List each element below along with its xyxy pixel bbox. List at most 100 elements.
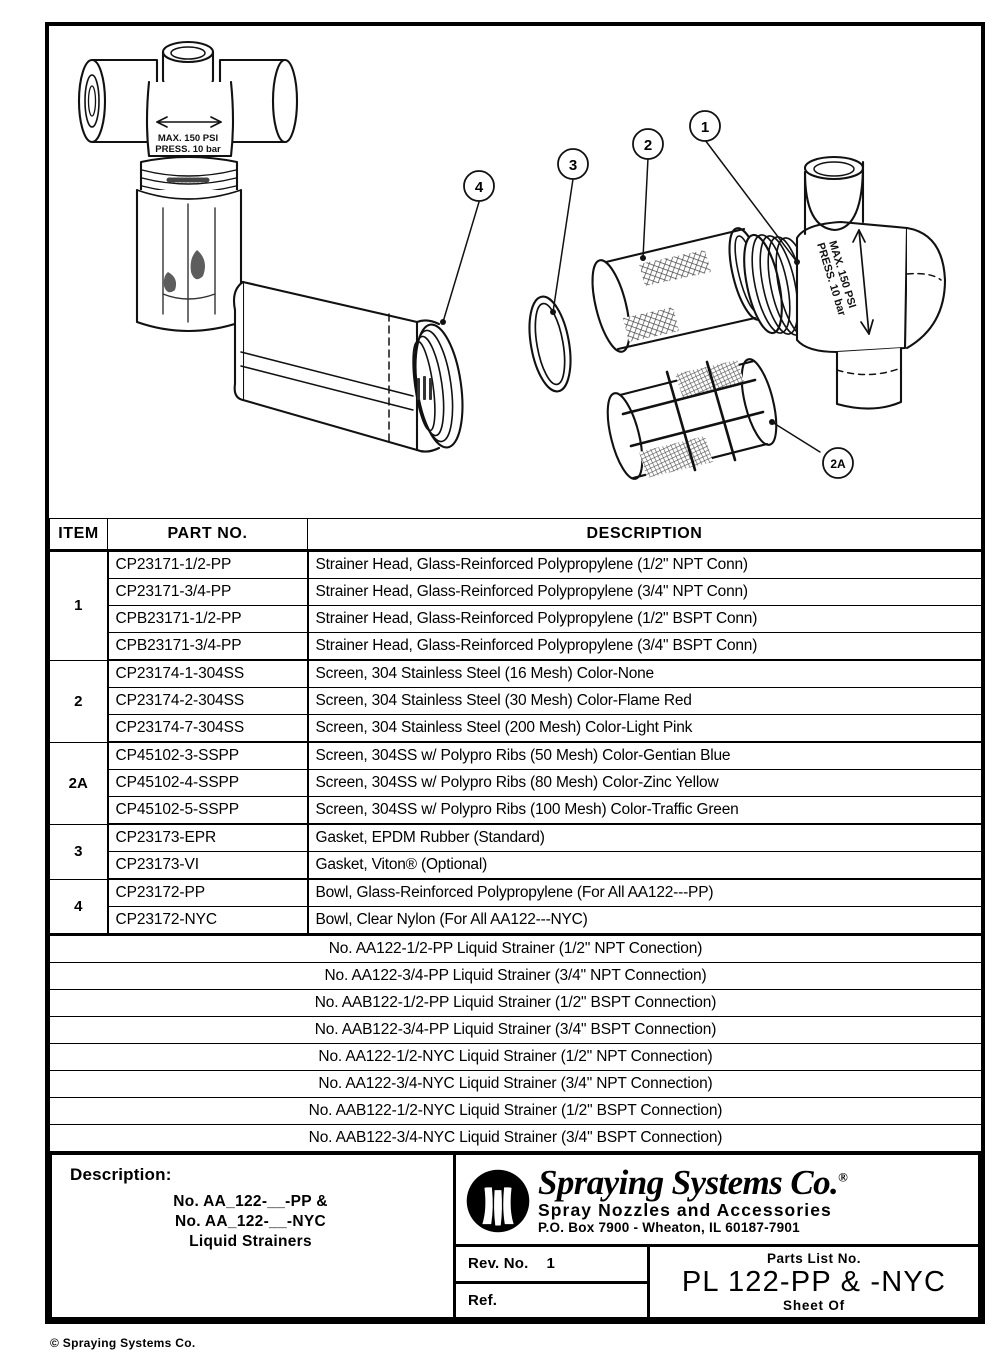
assembly-label: No. AAB122-1/2-NYC Liquid Strainer (1/2"… [49, 1097, 982, 1125]
callout-label-1: 1 [701, 119, 709, 136]
description-cell: Gasket, EPDM Rubber (Standard) [307, 823, 982, 852]
assembly-label: No. AA122-3/4-PP Liquid Strainer (3/4" N… [49, 962, 982, 990]
table-row: CP45102-4-SSPP Screen, 304SS w/ Polypro … [50, 769, 982, 797]
table-row: CP23171-3/4-PP Strainer Head, Glass-Rein… [50, 578, 982, 606]
revision-label: Rev. No. [468, 1255, 529, 1273]
strainer-head-part-1: MAX. 150 PSI PRESS. 10 bar [743, 155, 947, 410]
assembled-max-psi-label: MAX. 150 PSI [158, 133, 218, 144]
description-cell: Screen, 304SS w/ Polypro Ribs (100 Mesh)… [307, 796, 982, 825]
spraying-systems-logo-icon [466, 1169, 530, 1232]
description-line-1: No. AA_122-__-PP & [173, 1193, 328, 1210]
part-no-cell: CP23174-1-304SS [107, 659, 309, 688]
table-row: 2 CP23174-1-304SS Screen, 304 Stainless … [49, 659, 982, 743]
item-number-cell: 2 [49, 659, 109, 743]
part-no-cell: CP23172-NYC [107, 906, 309, 936]
description-cell: Screen, 304 Stainless Steel (30 Mesh) Co… [307, 687, 982, 715]
part-no-cell: CPB23171-3/4-PP [107, 632, 309, 661]
parts-list-number-block: Parts List No. PL 122-PP & -NYC Sheet Of [650, 1247, 978, 1317]
item-number-cell: 1 [49, 550, 109, 661]
description-text: No. AA_122-__-PP & No. AA_122-__-NYC Liq… [70, 1192, 453, 1252]
part-no-cell: CP23174-7-304SS [107, 714, 309, 743]
table-row: CP23172-NYC Bowl, Clear Nylon (For All A… [50, 906, 982, 936]
part-no-cell: CP23172-PP [107, 878, 309, 907]
revision-row: Rev. No. 1 [456, 1247, 647, 1284]
parts-list-table: ITEM PART NO. DESCRIPTION 1 CP23171-1/2-… [49, 518, 982, 1152]
assembly-label: No. AAB122-3/4-NYC Liquid Strainer (3/4"… [49, 1124, 982, 1152]
item-number-cell: 2A [49, 741, 109, 825]
description-cell: Screen, 304 Stainless Steel (200 Mesh) C… [307, 714, 982, 743]
part-no-cell: CP45102-4-SSPP [107, 769, 309, 797]
header-part-no: PART NO. [107, 518, 308, 552]
part-no-cell: CP23173-VI [107, 851, 309, 880]
callout-label-3: 3 [569, 157, 577, 174]
assembly-label: No. AA122-1/2-NYC Liquid Strainer (1/2" … [49, 1043, 982, 1071]
description-cell: Strainer Head, Glass-Reinforced Polyprop… [307, 578, 982, 606]
description-block: Description: No. AA_122-__-PP & No. AA_1… [52, 1155, 456, 1317]
description-line-2: No. AA_122-__-NYC [175, 1213, 326, 1231]
description-cell: Strainer Head, Glass-Reinforced Polyprop… [307, 605, 982, 633]
header-description: DESCRIPTION [307, 518, 982, 552]
callout-balloon-2a [822, 447, 854, 479]
exploded-view-illustration: MAX. 150 PSI PRESS. 10 bar [45, 22, 985, 514]
revision-value: 1 [546, 1255, 556, 1273]
company-name: Spraying Systems Co.® [538, 1165, 978, 1200]
assembly-label: No. AA122-3/4-NYC Liquid Strainer (3/4" … [49, 1070, 982, 1098]
table-row: CP45102-5-SSPP Screen, 304SS w/ Polypro … [50, 796, 982, 825]
revision-column: Rev. No. 1 Ref. [456, 1247, 650, 1317]
assembly-label: No. AAB122-1/2-PP Liquid Strainer (1/2" … [49, 989, 982, 1017]
part-no-cell: CP23171-3/4-PP [107, 578, 309, 606]
table-row: CPB23171-3/4-PP Strainer Head, Glass-Rei… [50, 632, 982, 661]
callout-leader-lines [442, 139, 821, 453]
title-block-bottom: Rev. No. 1 Ref. Parts List No. PL 122-PP… [456, 1247, 978, 1317]
company-address: P.O. Box 7900 - Wheaton, IL 60187-7901 [538, 1219, 800, 1235]
callout-label-2: 2 [644, 137, 652, 154]
table-row: CP23173-VI Gasket, Viton® (Optional) [50, 851, 982, 880]
assembled-strainer-view: MAX. 150 PSI PRESS. 10 bar [77, 40, 299, 332]
header-item: ITEM [49, 518, 108, 552]
table-row: 4 CP23172-PP Bowl, Glass-Reinforced Poly… [49, 878, 982, 935]
table-row: CPB23171-1/2-PP Strainer Head, Glass-Rei… [50, 605, 982, 633]
item-number-cell: 3 [49, 823, 109, 880]
screen-part-2a [606, 358, 778, 480]
assembly-row: No. AA122-3/4-PP Liquid Strainer (3/4" N… [49, 962, 982, 990]
assembly-label: No. AA122-1/2-PP Liquid Strainer (1/2" N… [49, 933, 982, 963]
company-text-block: Spraying Systems Co.® Spray Nozzles and … [538, 1165, 978, 1236]
description-label: Description: [70, 1165, 172, 1184]
part-no-cell: CP23171-1/2-PP [107, 550, 309, 579]
reference-label: Ref. [468, 1291, 498, 1309]
description-cell: Bowl, Clear Nylon (For All AA122---NYC) [307, 906, 982, 936]
callout-balloons [463, 110, 854, 479]
callout-balloon-4 [463, 170, 495, 202]
bowl-part-4 [232, 280, 465, 514]
callout-label-2a: 2A [830, 457, 846, 471]
table-row: 2A CP45102-3-SSPP Screen, 304SS w/ Polyp… [49, 741, 982, 825]
registered-trademark-icon: ® [838, 1168, 848, 1184]
description-cell: Screen, 304 Stainless Steel (16 Mesh) Co… [307, 659, 982, 688]
callout-balloon-1 [689, 110, 721, 142]
parts-list-label: Parts List No. [766, 1250, 862, 1266]
copyright-notice: © Spraying Systems Co. [50, 1336, 196, 1350]
description-cell: Screen, 304SS w/ Polypro Ribs (50 Mesh) … [307, 741, 982, 770]
assembled-press-bar-label: PRESS. 10 bar [155, 144, 221, 155]
part-no-cell: CP23173-EPR [107, 823, 309, 852]
table-row: CP23174-2-304SS Screen, 304 Stainless St… [50, 687, 982, 715]
description-cell: Bowl, Glass-Reinforced Polypropylene (Fo… [307, 878, 982, 907]
assembly-row: No. AAB122-3/4-PP Liquid Strainer (3/4" … [49, 1016, 982, 1044]
callout-label-4: 4 [475, 179, 484, 196]
table-row: 3 CP23173-EPR Gasket, EPDM Rubber (Stand… [49, 823, 982, 880]
gasket-part-3 [528, 295, 572, 393]
table-row: 1 CP23171-1/2-PP Strainer Head, Glass-Re… [49, 550, 982, 661]
title-block: Description: No. AA_122-__-PP & No. AA_1… [49, 1152, 981, 1320]
assembly-row: No. AA122-1/2-PP Liquid Strainer (1/2" N… [49, 933, 982, 963]
parts-list-number: PL 122-PP & -NYC [681, 1265, 947, 1298]
assembly-row: No. AA122-3/4-NYC Liquid Strainer (3/4" … [49, 1070, 982, 1098]
item-number-cell: 4 [49, 878, 109, 935]
assembly-row: No. AAB122-1/2-PP Liquid Strainer (1/2" … [49, 989, 982, 1017]
assembly-label: No. AAB122-3/4-PP Liquid Strainer (3/4" … [49, 1016, 982, 1044]
description-cell: Strainer Head, Glass-Reinforced Polyprop… [307, 632, 982, 661]
reference-row: Ref. [456, 1284, 647, 1318]
assembly-row: No. AAB122-3/4-NYC Liquid Strainer (3/4"… [49, 1124, 982, 1152]
table-row: CP23174-7-304SS Screen, 304 Stainless St… [50, 714, 982, 743]
assembly-row: No. AAB122-1/2-NYC Liquid Strainer (1/2"… [49, 1097, 982, 1125]
